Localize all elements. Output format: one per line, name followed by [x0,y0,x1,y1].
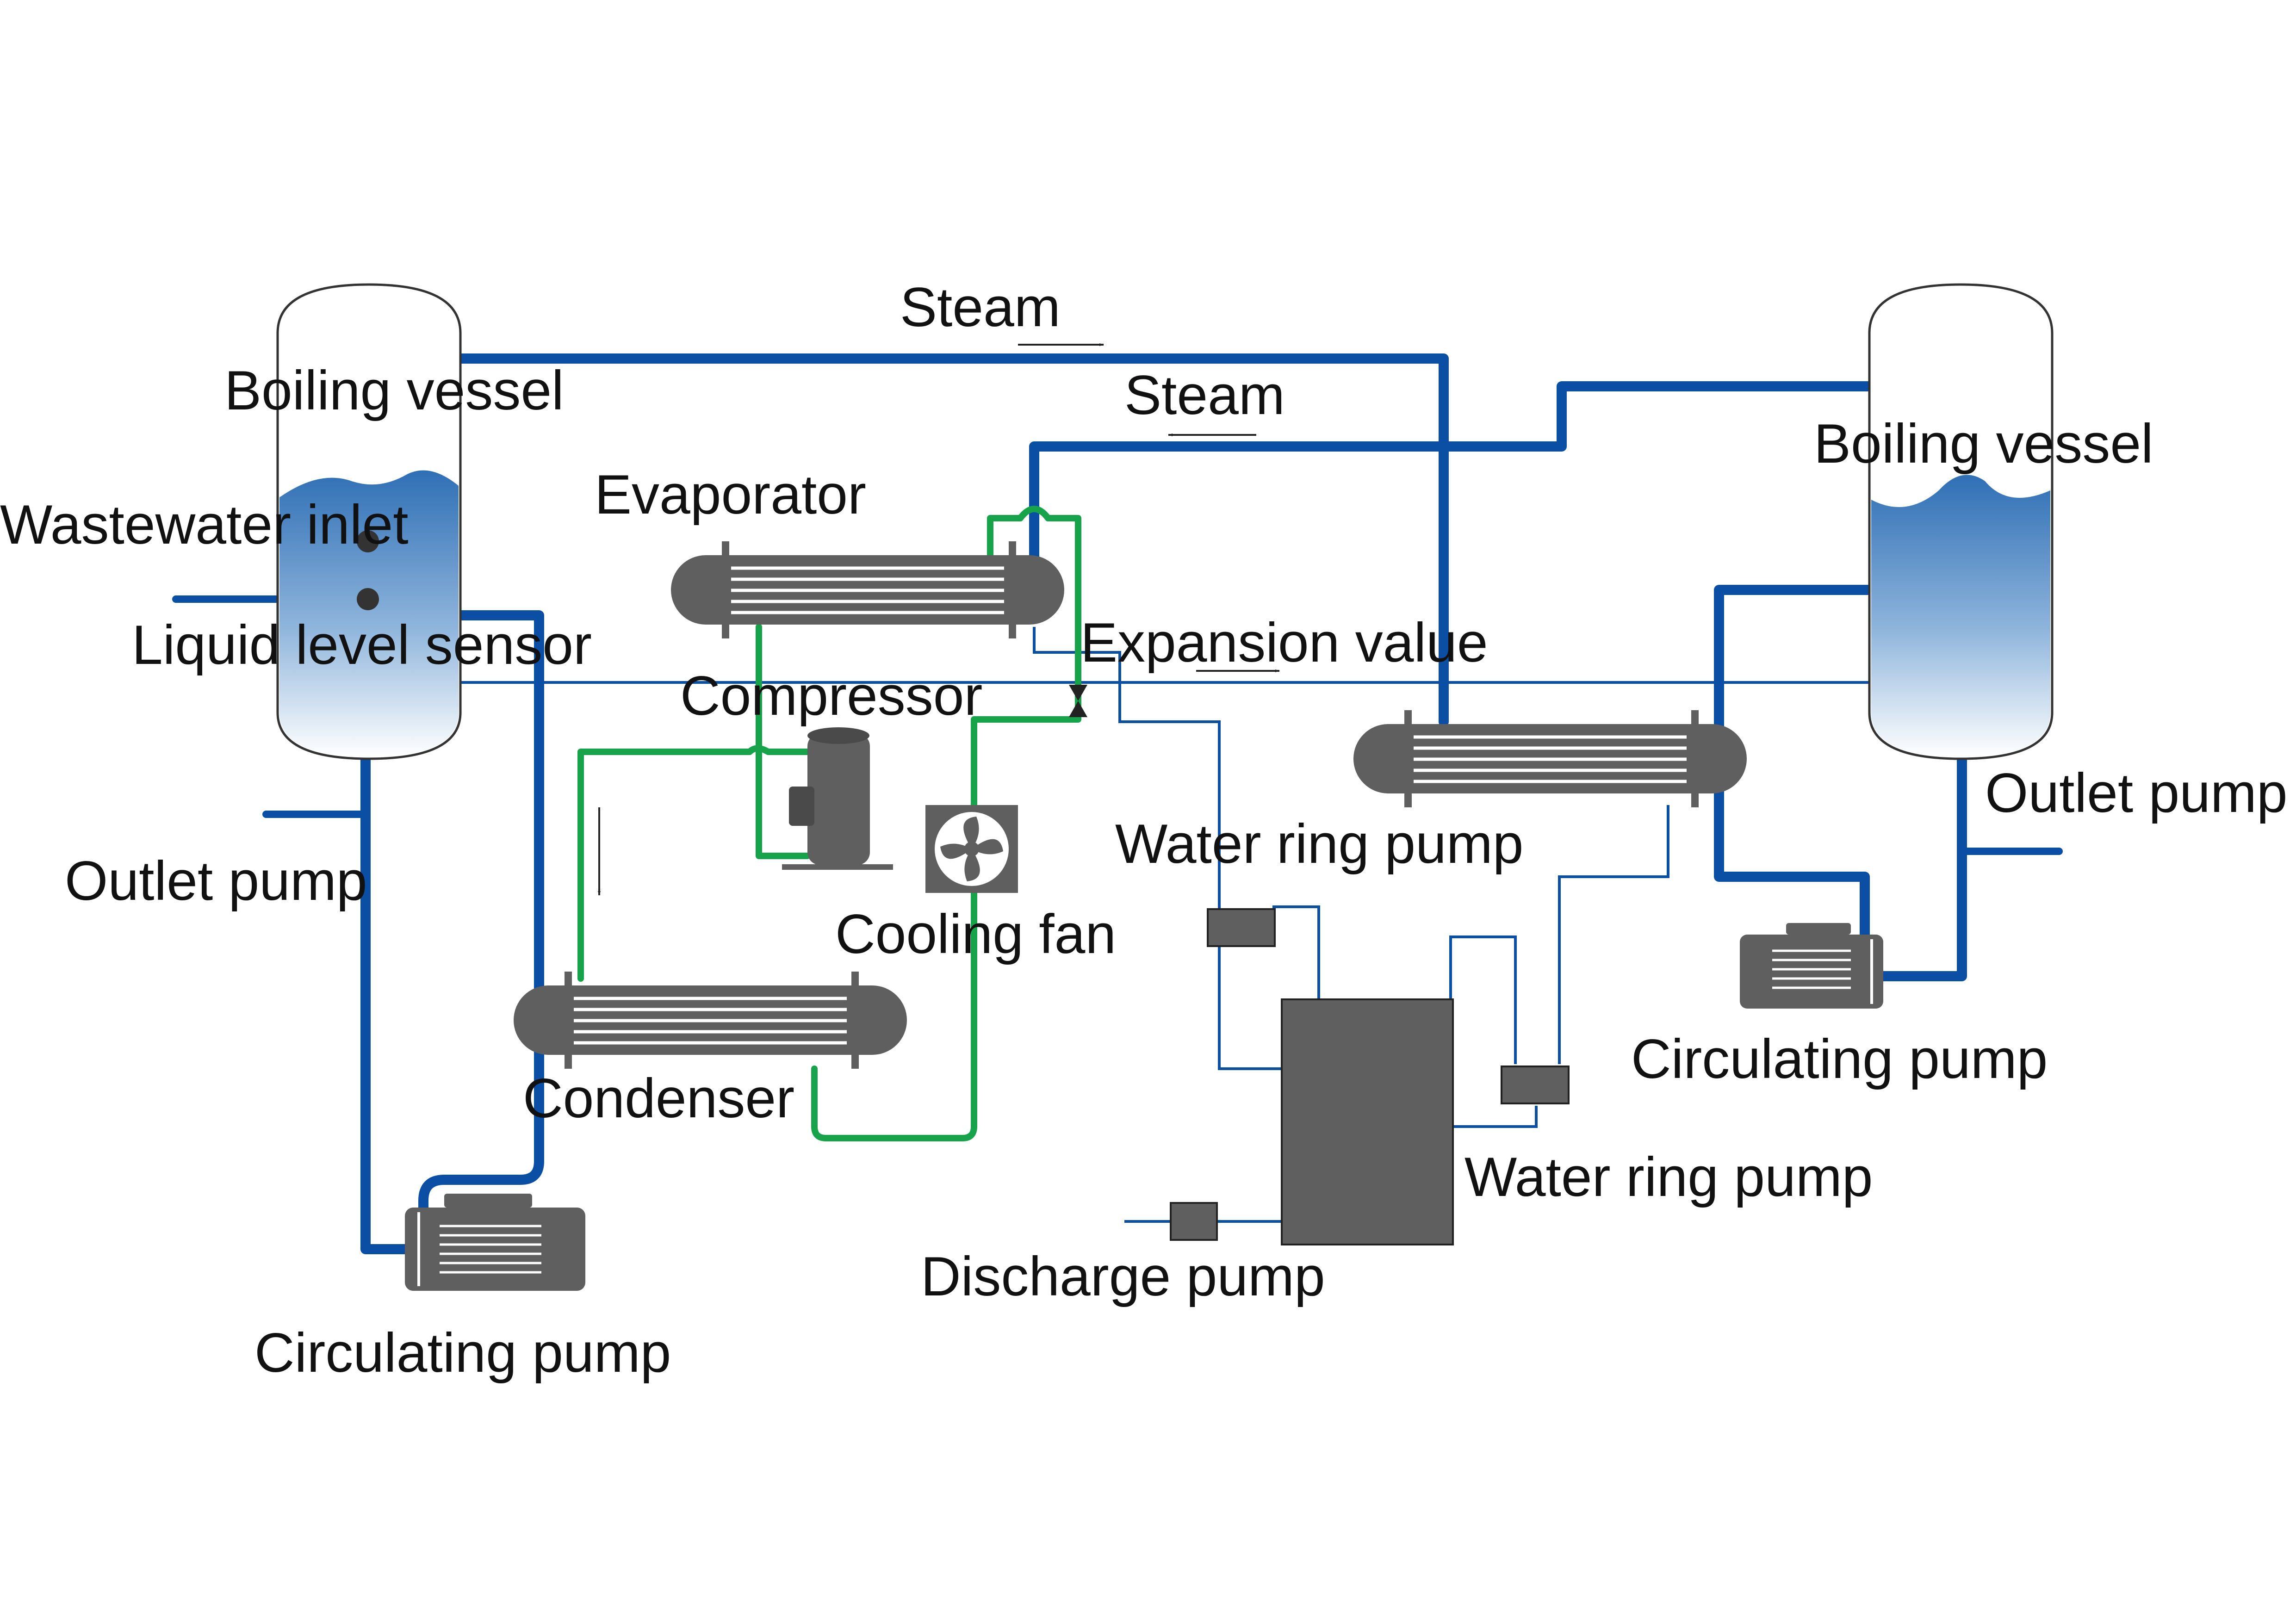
water-ring-pump-loop-a [1218,914,1282,1070]
liquid-level-sensor-port [357,588,379,610]
water-ring-pump-bottom-unit [1501,1065,1570,1104]
label-water-ring-pump-top: Water ring pump [1115,813,1524,875]
circulating-pump-right-unit [1740,923,1883,1009]
label-liquid-level-sensor: Liquid level sensor [132,614,592,676]
water-tank-unit [1281,998,1454,1245]
left-recirculation-pipe [418,610,544,1227]
label-circulating-pump-left: Circulating pump [254,1322,671,1384]
refrigerant-suction-line [756,624,811,859]
left-outlet-pipe [360,747,410,1254]
labels: Steam Steam Boiling vessel Boiling vesse… [0,276,2288,1384]
left-vessel-liquid [279,470,459,757]
label-steam-mid: Steam [1124,364,1285,426]
label-expansion-value: Expansion value [1080,612,1488,674]
right-vessel-liquid [1871,475,2050,757]
refrigerant-pipes [577,506,1081,1141]
refrigerant-liquid-line [811,506,1081,1141]
label-steam-top: Steam [900,276,1061,338]
label-evaporator: Evaporator [595,464,866,526]
label-outlet-pump-left: Outlet pump [65,850,367,912]
water-pipes [172,353,2063,1254]
steam-pipe-top [455,353,1449,727]
water-ring-pump-top-unit [1207,908,1276,947]
compressor-unit [782,727,893,870]
right-outlet-pipe [1878,747,1967,981]
label-discharge-pump: Discharge pump [921,1245,1325,1307]
condenser-exchanger [514,972,907,1069]
label-condenser: Condenser [523,1067,794,1129]
circulating-pump-left-unit [405,1194,585,1291]
flow-arrows [598,343,1280,896]
steam-pipe-mid [1029,381,1874,563]
label-water-ring-pump-bottom: Water ring pump [1464,1146,1873,1208]
boiling-vessel-left [276,283,462,760]
label-boiling-vessel-left: Boiling vessel [224,359,564,421]
boiling-vessel-right [1868,283,2054,760]
exchanger-right-line [1558,805,1669,1064]
wastewater-inlet-port [357,530,379,552]
label-wastewater-inlet: Wastewater inlet [0,494,409,556]
right-heat-exchanger [1353,710,1747,807]
refrigerant-discharge-line [577,745,811,982]
water-ring-system [1170,908,1570,1245]
expansion-valve-icon [1069,685,1087,717]
water-ring-pump-loop-b [1272,905,1320,999]
discharge-pump-unit [1170,1202,1218,1241]
label-circulating-pump-right: Circulating pump [1631,1028,2048,1090]
pump-return-line [1451,1106,1538,1128]
label-boiling-vessel-right: Boiling vessel [1814,413,2153,475]
label-cooling-fan: Cooling fan [835,903,1116,965]
label-outlet-pump-right: Outlet pump [1985,762,2288,824]
tank-to-pump-line [1449,935,1517,1064]
thin-pipes [460,627,1869,1223]
cooling-fan-unit [925,805,1018,893]
right-recirculation-pipe [1714,585,1874,974]
evaporator-exchanger [671,541,1064,638]
evaporator-vacuum-line [1033,627,1221,914]
label-compressor: Compressor [680,665,983,727]
